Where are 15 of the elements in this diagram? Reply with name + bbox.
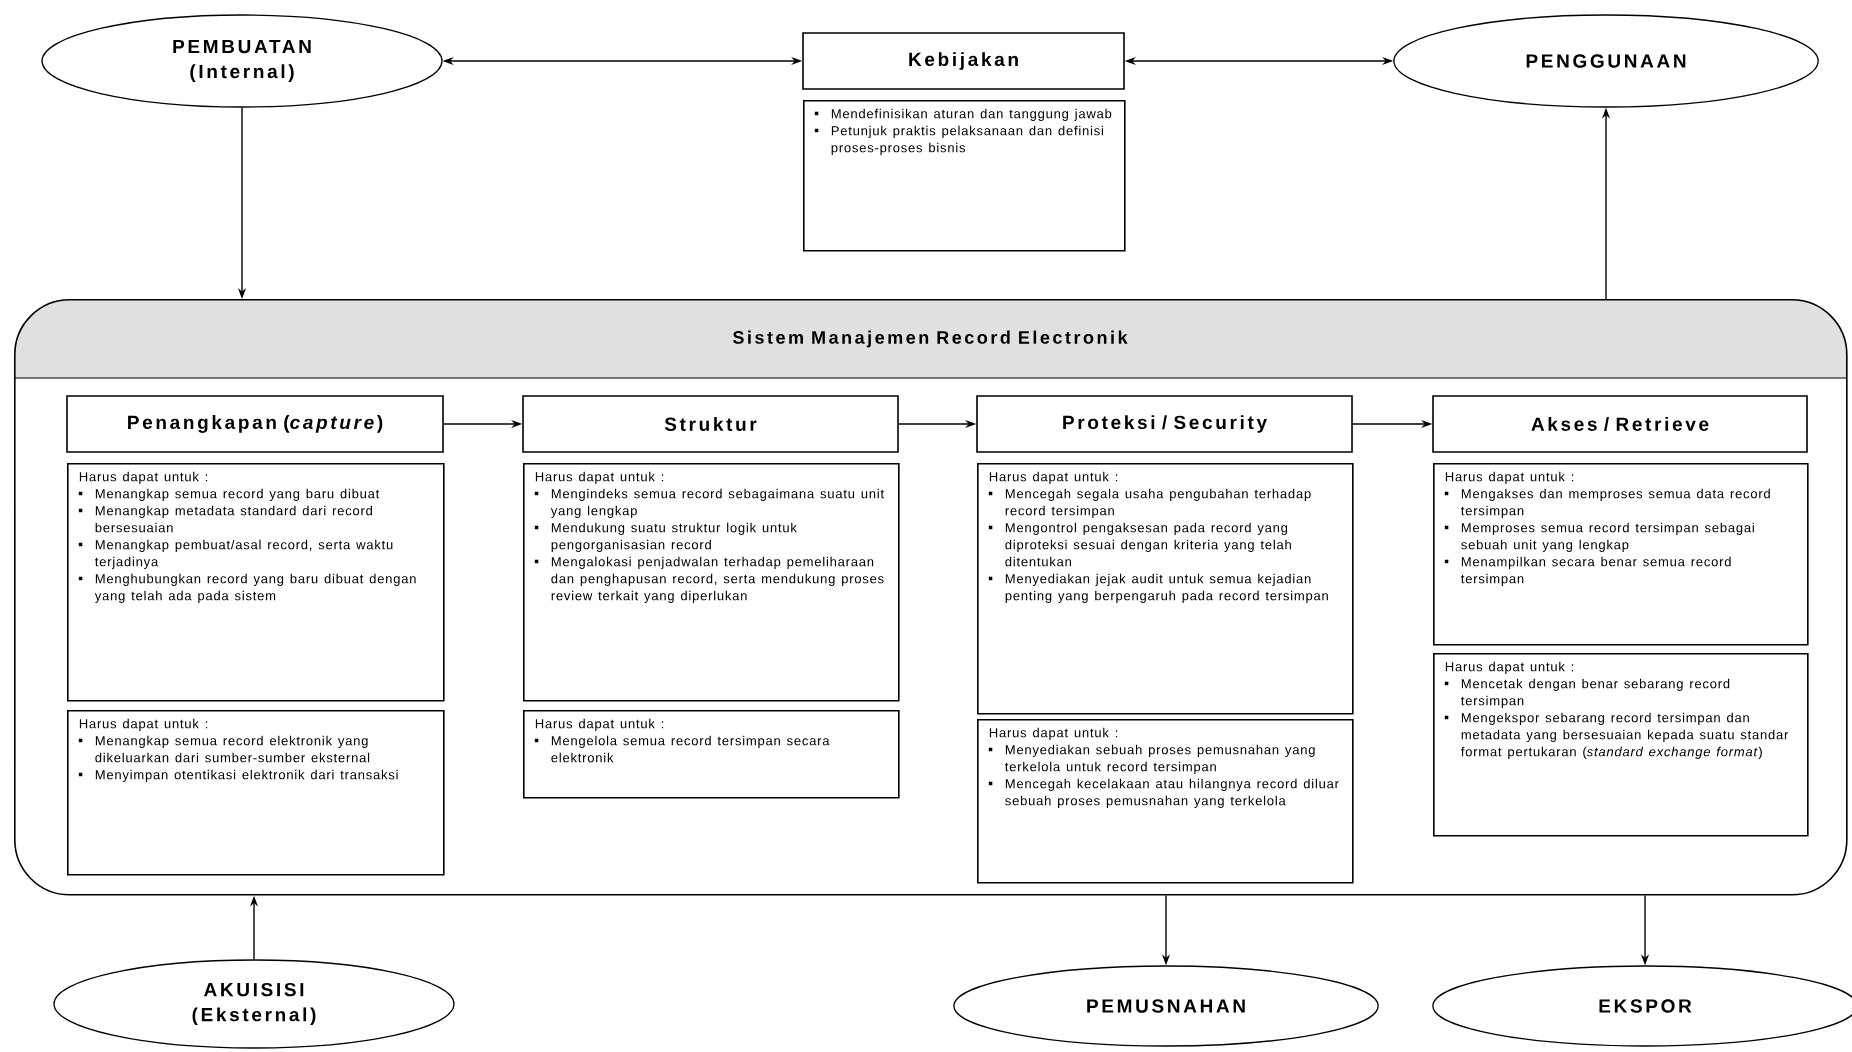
note-box: Mendefinisikan aturan dan tanggung jawab Petunjuk praktis pelaksanaan dan definisi proses-proses bisnis xyxy=(803,100,1126,252)
title-box: Struktur xyxy=(522,395,899,453)
panel-title: Sistem Manajemen Record Electronik xyxy=(732,330,1128,348)
requirement-box: Harus dapat untuk : Menangkap semua record elektronik yang dikeluarkan dari sumber-sumber eksternal Menyimpan otentikasi elektronik dari transaksi xyxy=(67,710,445,876)
title-box: Penangkapan (capture) xyxy=(66,395,444,453)
requirement-box: Harus dapat untuk : Menyediakan sebuah proses pemusnahan yang terkelola untuk record tersimpan Mencegah kecelakaan atau hilangnya record diluar sebuah proses pemusnahan yang terkelola xyxy=(977,719,1354,884)
requirement-box: Harus dapat untuk : Mencetak dengan benar sebarang record tersimpan Mengekspor sebarang record tersimpan dan metadata yang bersesuaian kepada suatu standar format pertukaran (standard exchange format) xyxy=(1433,653,1809,837)
requirement-box: Harus dapat untuk : Mengindeks semua record sebagaimana suatu unit yang lengkap Mendukung suatu struktur logik untuk pengorganisasian record Mengalokasi penjadwalan terhadap pemeliharaan dan penghapusan record, serta mendukung proses review terkait yang diperlukan xyxy=(523,463,900,702)
title-box: Proteksi / Security xyxy=(976,395,1353,453)
title-box: Akses / Retrieve xyxy=(1432,395,1808,453)
title-box: Kebijakan xyxy=(802,32,1125,90)
requirement-box: Harus dapat untuk : Menangkap semua record yang baru dibuat Menangkap metadata standard dari record bersesuaian Menangkap pembuat/asal record, serta waktu terjadinya Menghubungkan record yang baru dibuat dengan yang telah ada pada sistem xyxy=(67,463,445,702)
requirement-box: Harus dapat untuk : Mengakses dan memproses semua data record tersimpan Memproses semua record tersimpan sebagai sebuah unit yang lengkap Menampilkan secara benar semua record tersimpan xyxy=(1433,463,1809,646)
requirement-box: Harus dapat untuk : Mengelola semua record tersimpan secara elektronik xyxy=(523,710,900,799)
requirement-box: Harus dapat untuk : Mencegah segala usaha pengubahan terhadap record tersimpan Mengontrol pengaksesan pada record yang diproteksi sesuai dengan kriteria yang telah ditentukan Menyediakan jejak audit untuk semua kejadian penting yang berpengaruh pada record tersimpan xyxy=(977,463,1354,715)
